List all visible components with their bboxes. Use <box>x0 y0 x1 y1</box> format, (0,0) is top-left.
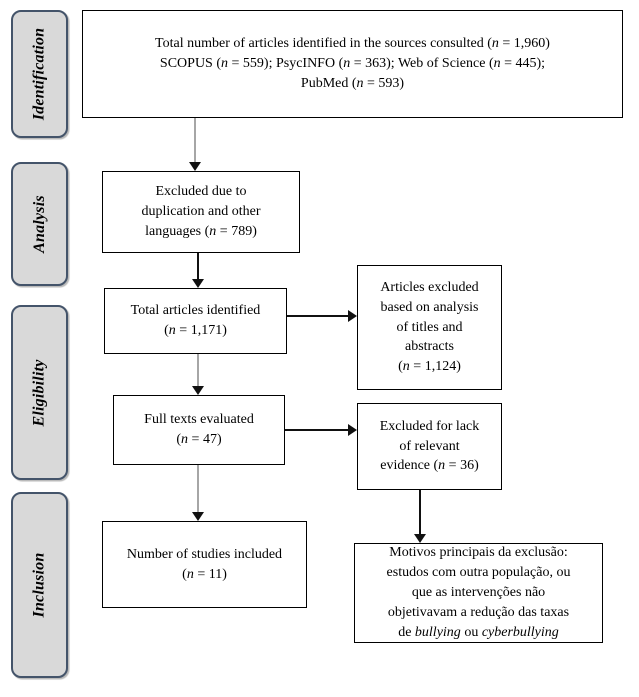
box-total-identified: Total articles identified(n = 1,171) <box>104 288 287 354</box>
stage-inclusion-label: Inclusion <box>30 552 48 618</box>
stage-analysis: Analysis <box>11 162 68 286</box>
arrow-head-icon <box>192 386 204 395</box>
box-full-texts-evaluated: Full texts evaluated(n = 47) <box>113 395 285 465</box>
arrow-shaft <box>419 490 421 536</box>
box-total-sources: Total number of articles identified in t… <box>82 10 623 118</box>
arrow-identified-to-fulltexts <box>192 354 204 395</box>
arrow-shaft <box>287 315 350 317</box>
arrow-fulltexts-to-included <box>192 465 204 521</box>
arrow-evidence-to-reasons <box>414 490 426 543</box>
arrow-identified-to-titles-excluded <box>287 310 357 322</box>
arrow-head-icon <box>192 279 204 288</box>
stage-eligibility-label: Eligibility <box>30 358 48 427</box>
box-studies-included: Number of studies included(n = 11) <box>102 521 307 608</box>
arrow-sources-to-duplication <box>189 118 201 171</box>
arrow-head-icon <box>348 424 357 436</box>
stage-identification-label: Identification <box>30 27 48 121</box>
stage-identification: Identification <box>11 10 68 138</box>
arrow-shaft <box>285 429 350 431</box>
arrow-head-icon <box>348 310 357 322</box>
arrow-shaft <box>197 354 199 388</box>
arrow-shaft <box>194 118 196 164</box>
arrow-head-icon <box>192 512 204 521</box>
arrow-shaft <box>197 465 199 514</box>
stage-inclusion: Inclusion <box>11 492 68 678</box>
arrow-head-icon <box>414 534 426 543</box>
arrow-head-icon <box>189 162 201 171</box>
stage-analysis-label: Analysis <box>30 195 48 253</box>
arrow-shaft <box>197 253 199 281</box>
arrow-duplication-to-identified <box>192 253 204 288</box>
box-exclusion-reasons: Motivos principais da exclusão:estudos c… <box>354 543 603 643</box>
stage-eligibility: Eligibility <box>11 305 68 480</box>
arrow-fulltexts-to-evidence-excluded <box>285 424 357 436</box>
